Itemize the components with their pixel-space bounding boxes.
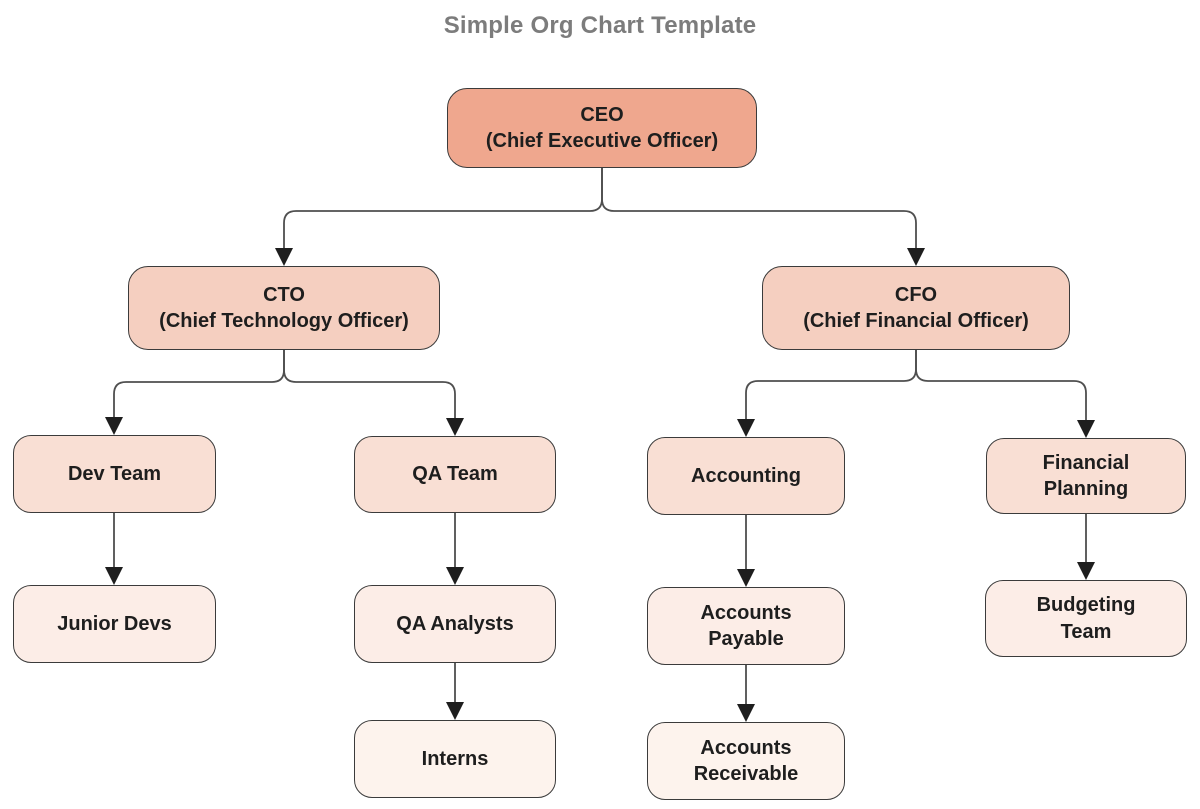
arrowhead-accounting bbox=[737, 419, 755, 437]
arrowhead-accounts-payable bbox=[737, 569, 755, 587]
edge-cfo-financial-planning bbox=[915, 350, 1087, 420]
chart-title: Simple Org Chart Template bbox=[443, 12, 757, 39]
node-label: CTO (Chief Technology Officer) bbox=[159, 283, 409, 332]
node-label: QA Team bbox=[412, 463, 498, 486]
arrowhead-interns bbox=[446, 702, 464, 720]
node-label: Accounts Receivable bbox=[693, 736, 799, 785]
node-label: CFO (Chief Financial Officer) bbox=[803, 283, 1029, 332]
node-label: CEO (Chief Executive Officer) bbox=[485, 103, 719, 152]
arrowhead-qa-team bbox=[446, 418, 464, 436]
node-label: Junior Devs bbox=[57, 612, 172, 635]
node-dev-team[interactable]: Dev Team bbox=[13, 435, 216, 513]
node-accounting[interactable]: Accounting bbox=[647, 437, 845, 515]
node-accounts-receivable[interactable]: Accounts Receivable bbox=[647, 722, 845, 800]
node-label: Dev Team bbox=[67, 462, 161, 485]
node-cto[interactable]: CTO (Chief Technology Officer) bbox=[128, 266, 440, 350]
arrowhead-junior-devs bbox=[105, 567, 123, 585]
node-qa-analysts[interactable]: QA Analysts bbox=[354, 585, 556, 663]
node-label: Accounts Payable bbox=[700, 601, 792, 650]
node-junior-devs[interactable]: Junior Devs bbox=[13, 585, 216, 663]
edge-cto-qa-team bbox=[283, 350, 456, 418]
arrowhead-cfo bbox=[907, 248, 925, 266]
arrowhead-accounts-receivable bbox=[737, 704, 755, 722]
node-label: Budgeting Team bbox=[1036, 594, 1136, 643]
edge-ceo-cto bbox=[283, 168, 603, 248]
node-interns[interactable]: Interns bbox=[354, 720, 556, 798]
arrowhead-dev-team bbox=[105, 417, 123, 435]
node-label: Interns bbox=[421, 747, 489, 770]
node-label: Financial Planning bbox=[1042, 451, 1130, 500]
node-accounts-payable[interactable]: Accounts Payable bbox=[647, 587, 845, 665]
node-label: QA Analysts bbox=[396, 612, 514, 635]
node-budgeting-team[interactable]: Budgeting Team bbox=[985, 580, 1187, 657]
node-financial-planning[interactable]: Financial Planning bbox=[986, 438, 1186, 514]
node-cfo[interactable]: CFO (Chief Financial Officer) bbox=[762, 266, 1070, 350]
arrowhead-cto bbox=[275, 248, 293, 266]
edge-cto-dev-team bbox=[113, 350, 285, 417]
edge-cfo-accounting bbox=[745, 350, 917, 419]
edge-ceo-cfo bbox=[601, 168, 917, 248]
node-qa-team[interactable]: QA Team bbox=[354, 436, 556, 513]
node-ceo[interactable]: CEO (Chief Executive Officer) bbox=[447, 88, 757, 168]
arrowhead-budgeting-team bbox=[1077, 562, 1095, 580]
arrowhead-qa-analysts bbox=[446, 567, 464, 585]
arrowhead-financial-planning bbox=[1077, 420, 1095, 438]
node-label: Accounting bbox=[691, 464, 801, 487]
